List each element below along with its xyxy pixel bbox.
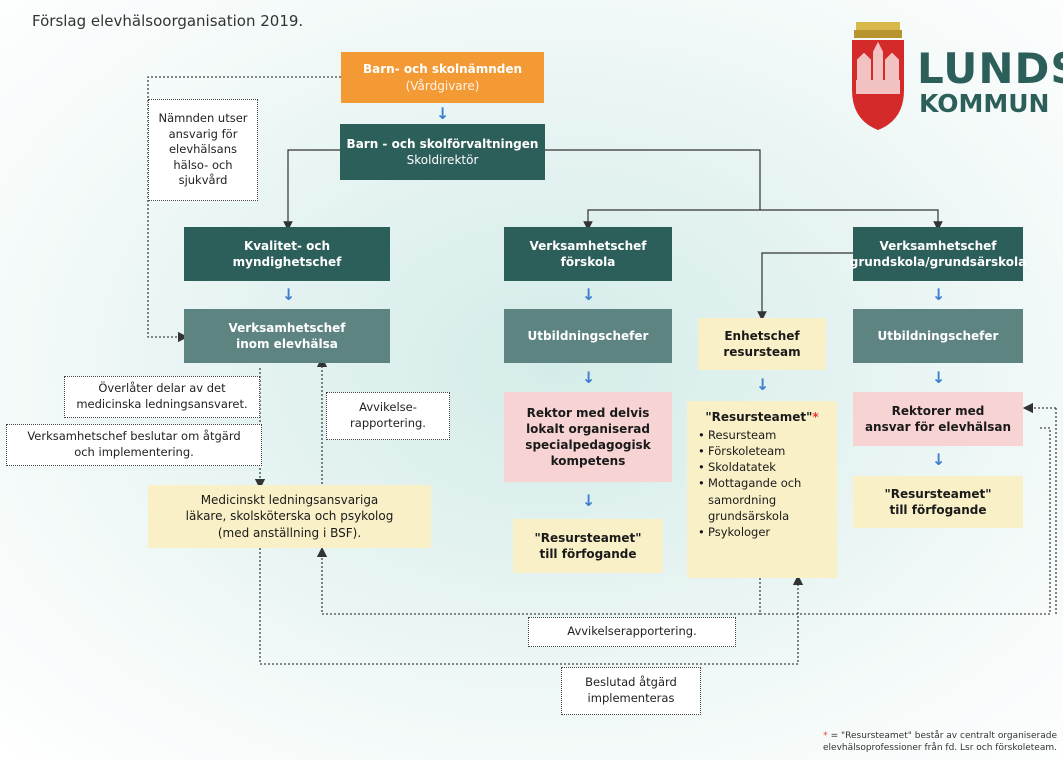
- down-arrow-icon: ↓: [582, 368, 596, 387]
- vc-elevhalsa-line1: Verksamhetschef: [228, 320, 346, 335]
- note-line: Nämnden utser: [158, 111, 248, 126]
- footnote-star: *: [823, 731, 828, 741]
- forfog2-line2: till förfogande: [889, 503, 987, 517]
- rektor-delvis-line3: specialpedagogisk: [525, 438, 651, 452]
- resursteamet-title: "Resursteamet": [705, 410, 813, 424]
- vc-forskola-line1: Verksamhetschef: [529, 238, 647, 253]
- down-arrow-icon: ↓: [932, 450, 946, 469]
- note-line: sjukvård: [178, 173, 228, 188]
- resursteamet-till-forfogande-grundskola-box: "Resursteamet" till förfogande: [853, 476, 1023, 528]
- down-arrow-icon: ↓: [582, 491, 596, 510]
- coat-of-arms-logo: [848, 20, 908, 132]
- medicinskt-ledningsansvariga-box: Medicinskt ledningsansvariga läkare, sko…: [148, 485, 431, 548]
- utbildningschefer-grundskola-box: Utbildningschefer: [853, 309, 1023, 363]
- namnden-sub: (Vårdgivare): [405, 78, 480, 93]
- rektor-delvis-line1: Rektor med delvis: [526, 405, 650, 420]
- barn-och-skolforvaltningen-box: Barn - och skolförvaltningen Skoldirektö…: [340, 124, 545, 180]
- kvalitet-line2: myndighetschef: [232, 255, 342, 269]
- resursteamet-till-forfogande-forskola-box: "Resursteamet" till förfogande: [513, 519, 663, 573]
- footnote: * = "Resursteamet" består av centralt or…: [823, 730, 1057, 754]
- rektorer-med-ansvar-box: Rektorer med ansvar för elevhälsan: [853, 392, 1023, 446]
- utb2-label: Utbildningschefer: [877, 328, 999, 343]
- footnote-line1-row: * = "Resursteamet" består av centralt or…: [823, 730, 1057, 742]
- note-line: hälso- och: [173, 157, 233, 172]
- down-arrow-icon: ↓: [282, 285, 296, 304]
- vc-grundskola-line2: grundskola/grundsärskola: [849, 255, 1027, 269]
- resursteamet-items: ResursteamFörskoleteamSkoldatatekMottaga…: [688, 427, 836, 540]
- note-line: Överlåter delar av det: [98, 381, 226, 396]
- note-line: Verksamhetschef beslutar om åtgärd: [27, 429, 241, 444]
- rektor-delvis-line2: lokalt organiserad: [526, 421, 650, 436]
- rektorer-line2: ansvar för elevhälsan: [864, 420, 1012, 434]
- down-arrow-icon: ↓: [932, 285, 946, 304]
- down-arrow-icon: ↓: [932, 368, 946, 387]
- down-arrow-icon: ↓: [756, 375, 770, 394]
- avvikelserapportering-note-2: Avvikelserapportering.: [528, 617, 736, 647]
- medicinskt-line3: (med anställning i BSF).: [217, 525, 362, 540]
- forfog1-line1: "Resursteamet": [534, 530, 642, 545]
- note-line: implementeras: [587, 691, 675, 705]
- namnden-title: Barn- och skolnämnden: [362, 62, 523, 77]
- note-line: Avvikelse-: [359, 400, 417, 415]
- resursteamet-list-box: "Resursteamet"* ResursteamFörskoleteamSk…: [687, 401, 837, 578]
- resursteamet-list-item: Psykologer: [698, 524, 836, 540]
- note-line: Beslutad åtgärd: [585, 675, 677, 690]
- down-arrow-icon: ↓: [436, 104, 450, 123]
- vc-grundskola-line1: Verksamhetschef: [879, 238, 997, 253]
- vc-elevhalsa-line2: inom elevhälsa: [236, 337, 338, 351]
- enhetschef-resursteam-box: Enhetschef resursteam: [698, 318, 826, 370]
- note-line: elevhälsans: [168, 142, 237, 157]
- resursteamet-star: *: [812, 410, 819, 424]
- note-line: rapportering.: [350, 416, 426, 430]
- vc-forskola-line2: förskola: [560, 255, 616, 269]
- verksamhetschef-elevhalsa-box: Verksamhetschef inom elevhälsa: [184, 309, 390, 363]
- forfog1-line2: till förfogande: [539, 547, 637, 561]
- beslutad-atgard-note: Beslutad åtgärd implementeras: [561, 667, 701, 715]
- shield-crest-icon: [852, 22, 904, 130]
- kvalitet-line1: Kvalitet- och: [243, 238, 331, 253]
- note-line: medicinska ledningsansvaret.: [76, 397, 248, 411]
- rektorer-line1: Rektorer med: [891, 403, 985, 418]
- footnote-line2: elevhälsoprofessioner från fd. Lsr och f…: [823, 743, 1057, 753]
- barn-och-skolnamnden-box: Barn- och skolnämnden (Vårdgivare): [341, 52, 544, 103]
- logo-line1: LUNDS: [917, 44, 1063, 93]
- namnden-utser-note: Nämnden utser ansvarig för elevhälsans h…: [148, 99, 258, 201]
- rektor-med-delvis-box: Rektor med delvis lokalt organiserad spe…: [504, 392, 672, 482]
- medicinskt-line1: Medicinskt ledningsansvariga: [200, 493, 379, 508]
- logo-line2: KOMMUN: [919, 89, 1050, 118]
- medicinskt-line2: läkare, skolsköterska och psykolog: [185, 509, 394, 524]
- forvaltning-title: Barn - och skolförvaltningen: [346, 136, 539, 151]
- forfog2-line1: "Resursteamet": [884, 486, 992, 501]
- down-arrow-icon: ↓: [582, 285, 596, 304]
- resursteamet-list-item: Resursteam: [698, 427, 836, 443]
- utb1-label: Utbildningschefer: [527, 328, 649, 343]
- resursteamet-list-item: Skoldatatek: [698, 459, 836, 475]
- utbildningschefer-forskola-box: Utbildningschefer: [504, 309, 672, 363]
- footnote-line1: = "Resursteamet" består av centralt orga…: [827, 731, 1057, 741]
- note-line: ansvarig för: [168, 126, 238, 141]
- resursteamet-title-row: "Resursteamet"*: [705, 409, 818, 425]
- overlater-note: Överlåter delar av det medicinska lednin…: [64, 376, 260, 418]
- verksamhetschef-grundskola-box: Verksamhetschef grundskola/grundsärskola: [849, 227, 1027, 281]
- verksamhetschef-forskola-box: Verksamhetschef förskola: [504, 227, 672, 281]
- vc-beslutar-note: Verksamhetschef beslutar om åtgärd och i…: [6, 424, 262, 466]
- resursteamet-list-item: Förskoleteam: [698, 443, 836, 459]
- resursteamet-list-item: Mottagande och samordning grundsärskola: [698, 475, 836, 523]
- enhetschef-line2: resursteam: [723, 345, 801, 359]
- note-line: Avvikelserapportering.: [567, 624, 697, 639]
- forvaltning-sub: Skoldirektör: [406, 153, 479, 167]
- kvalitet-och-myndighetschef-box: Kvalitet- och myndighetschef: [184, 227, 390, 281]
- avvikelserapportering-note-1: Avvikelse- rapportering.: [326, 392, 450, 440]
- rektor-delvis-line4: kompetens: [550, 454, 626, 469]
- note-line: och implementering.: [74, 445, 194, 459]
- page-title: Förslag elevhälsoorganisation 2019.: [32, 12, 304, 30]
- enhetschef-line1: Enhetschef: [724, 328, 800, 343]
